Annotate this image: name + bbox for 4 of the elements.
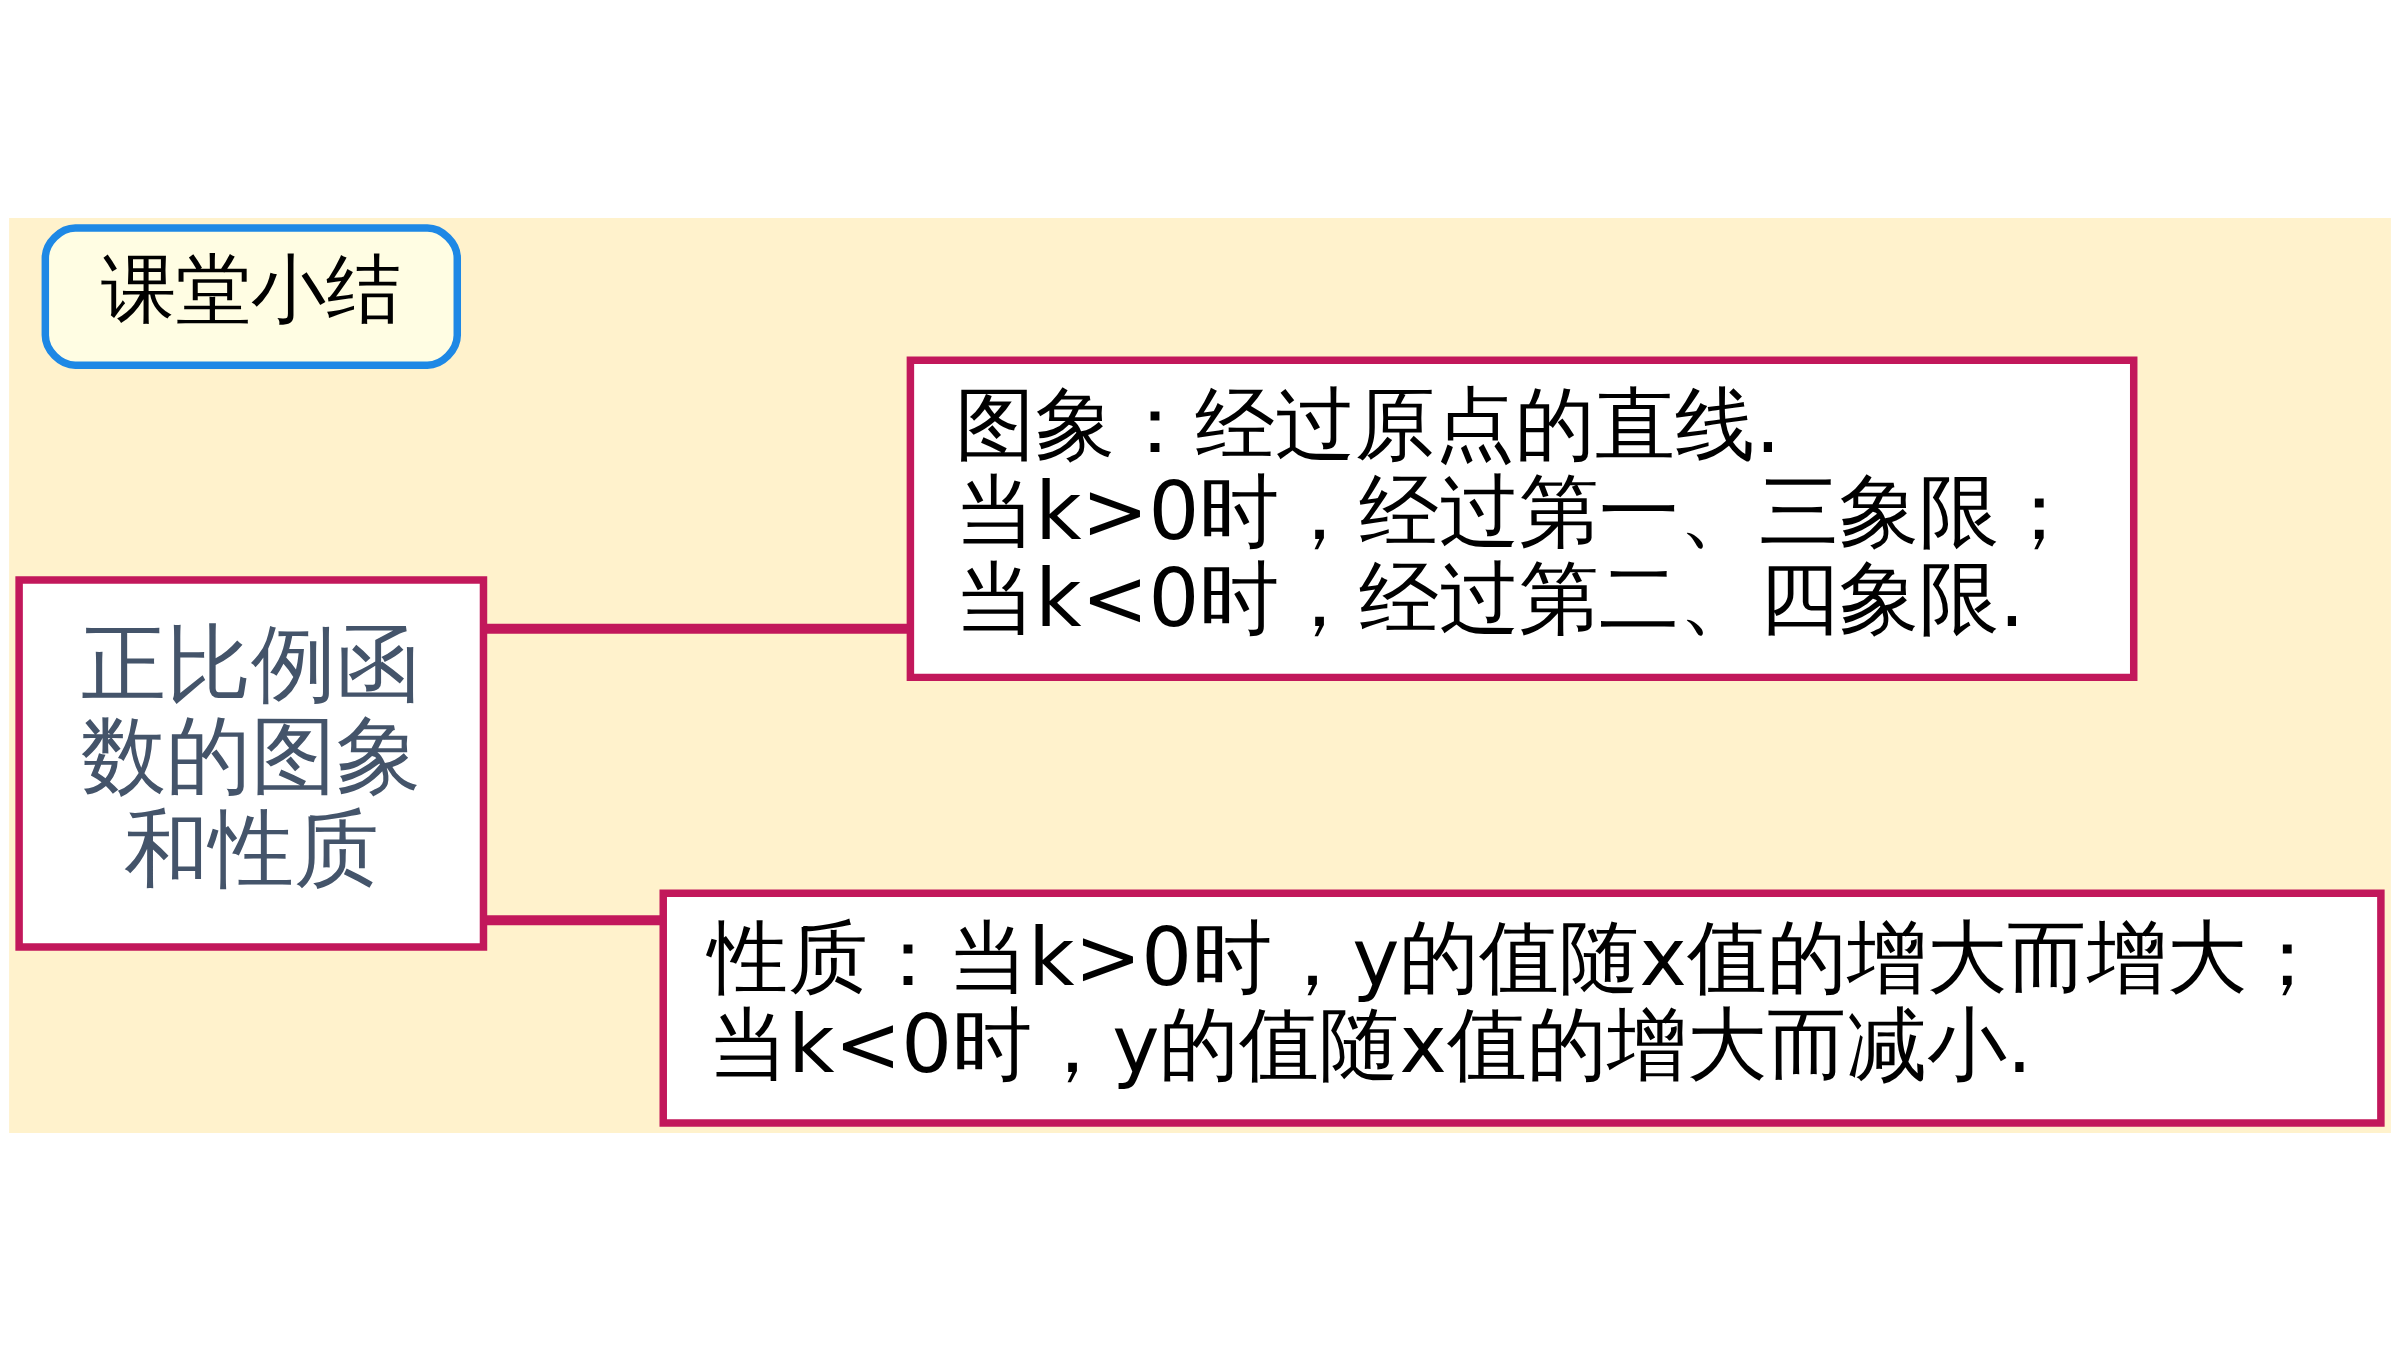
node-box: 图象：经过原点的直线. 当k>0时，经过第一、三象限； 当k<0时，经过第二、四象限. — [906, 356, 2138, 681]
node-box: 性质：当k>0时，y的值随x值的增大而增大； 当k<0时，y的值随x值的增大而减小. — [659, 889, 2385, 1127]
node-box: 正比例函数的图象和性质 — [15, 575, 488, 951]
node-box: 课堂小结 — [41, 223, 461, 369]
